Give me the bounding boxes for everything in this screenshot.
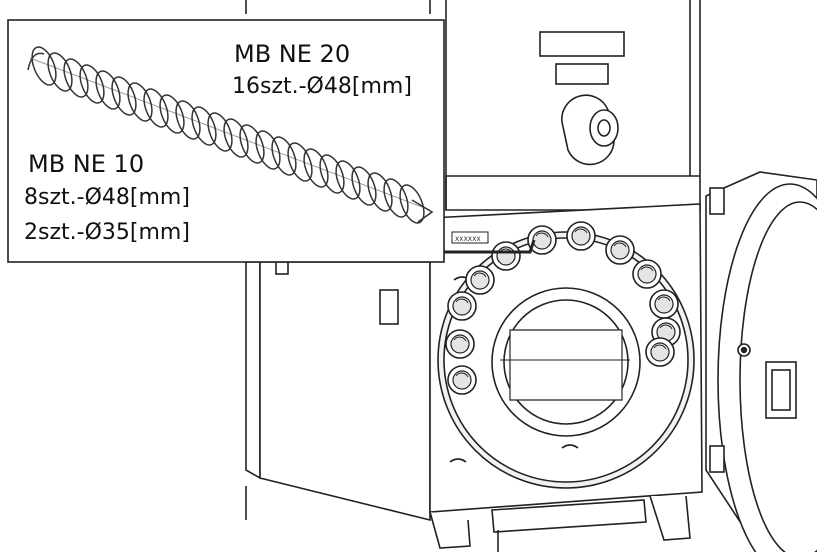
mb-ne-10-spec-48: 8szt.-Ø48[mm] — [24, 185, 190, 210]
nameplate — [451, 231, 489, 244]
mb-ne-20-title: MB NE 20 — [234, 40, 351, 68]
nameplate-text: XXXXXX — [455, 236, 481, 243]
mb-ne-10-title: MB NE 10 — [28, 150, 145, 178]
mb-ne-20-spec: 16szt.-Ø48[mm] — [232, 74, 412, 99]
boiler-base — [429, 495, 691, 552]
turbulator-spring-icon — [27, 46, 434, 224]
boiler-front-frame — [429, 203, 703, 513]
mb-ne-10-spec-35: 2szt.-Ø35[mm] — [24, 220, 190, 245]
control-knob — [561, 94, 619, 166]
boiler-door — [705, 171, 817, 556]
boiler-side-panel — [245, 261, 431, 522]
